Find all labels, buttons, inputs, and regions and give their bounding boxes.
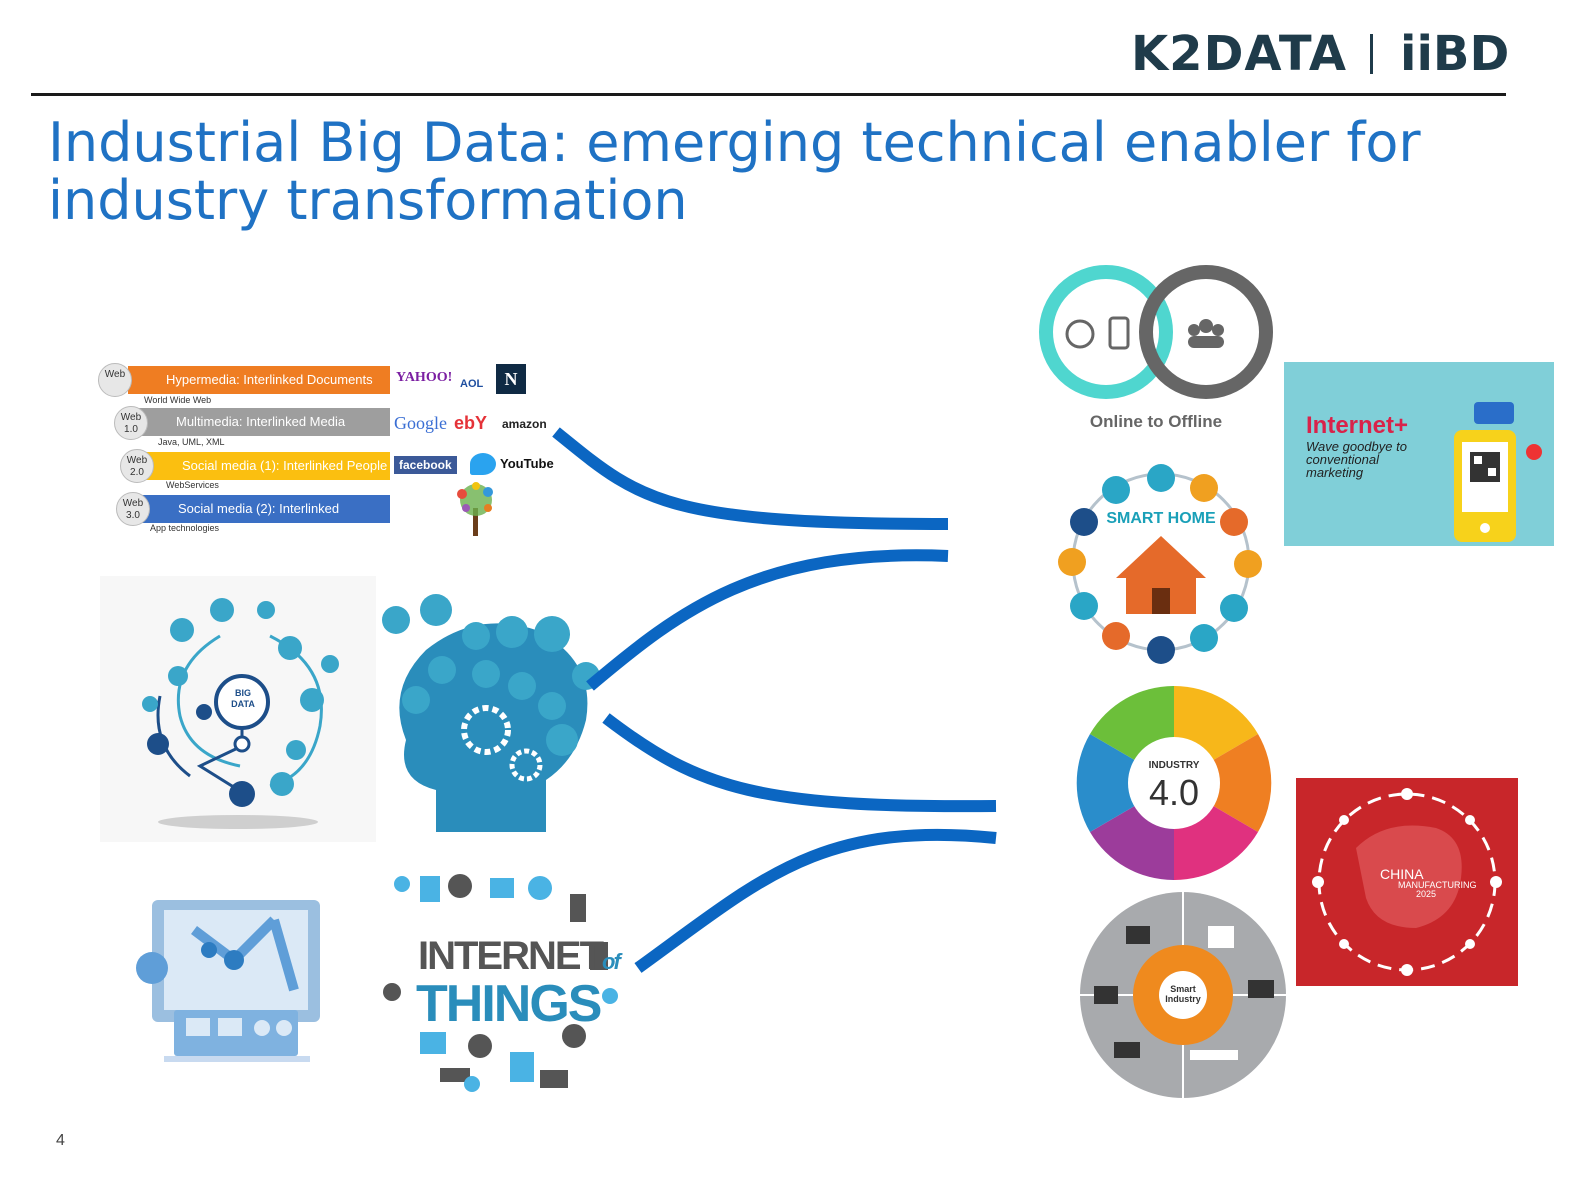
youtube-logo: YouTube	[500, 456, 554, 471]
web-badge: Web 2.0	[120, 449, 154, 483]
big-data-network-icon	[142, 598, 339, 829]
o2o-graphic: Online to Offline	[1036, 262, 1278, 436]
k2data-logo: K2DATA	[1130, 26, 1347, 82]
china-label: CHINA	[1380, 866, 1424, 882]
slide-title: Industrial Big Data: emerging technical …	[48, 111, 1421, 232]
page-number: 4	[56, 1132, 65, 1149]
iibd-logo: iiBD	[1400, 26, 1510, 82]
connector-ai-to-industry	[602, 713, 997, 813]
google-logo: Google	[394, 413, 447, 433]
iot-graphic: INTERNETof THINGS	[380, 872, 621, 1094]
social-tree-icon	[457, 482, 493, 536]
web-evolution-graphic: Hypermedia: Interlinked Documents Web Wo…	[92, 356, 554, 544]
big-data-label: BIG DATA	[231, 688, 255, 709]
iot-internet-text: INTERNET	[418, 934, 604, 978]
amazon-logo: amazon	[502, 417, 547, 431]
china-2025-graphic: CHINA MANUFACTURING 2025	[1296, 778, 1518, 986]
web-bar-label: Social media (1): Interlinked People	[182, 458, 388, 473]
facebook-logo: facebook	[394, 456, 457, 474]
internet-plus-title: Internet+	[1306, 412, 1409, 439]
industrial-automation-graphic	[136, 900, 320, 1062]
connector-ai-to-smarthome	[586, 549, 949, 691]
ebay-logo: ebY	[454, 413, 488, 433]
big-data-graphic: BIG DATA	[100, 576, 376, 842]
web-sub-label: Java, UML, XML	[158, 437, 225, 447]
connector-iot-to-smartindustry	[634, 828, 997, 973]
web-badge: Web	[98, 363, 132, 397]
smart-industry-graphic: Smart Industry	[1078, 890, 1288, 1100]
china-ring-icon	[1312, 788, 1502, 976]
internet-plus-graphic: Internet+ Wave goodbye to conventional m…	[1284, 362, 1554, 546]
iot-title-line2: THINGS	[416, 975, 602, 1033]
web-badge-text: Web	[104, 369, 126, 380]
connector-web-to-o2o	[552, 427, 949, 530]
smart-industry-label: Smart Industry	[1165, 984, 1201, 1004]
industry-4-wheel-icon	[1076, 685, 1272, 881]
header-divider	[31, 93, 1506, 96]
web-badge: Web 3.0	[116, 492, 150, 526]
iot-of-text: of	[602, 949, 621, 974]
web-bar-hypermedia: Hypermedia: Interlinked Documents	[128, 366, 390, 394]
web-badge-text: Web 3.0	[122, 498, 144, 521]
web-badge: Web 1.0	[114, 406, 148, 440]
industry-label: INDUSTRY	[1148, 760, 1200, 771]
web-bar-social-enterprises: Social media (2): Interlinked Enterprise…	[140, 495, 390, 544]
web-bar-social-people: Social media (1): Interlinked People	[144, 452, 390, 480]
brain-gears-graphic	[382, 594, 600, 832]
yahoo-logo: YAHOO!	[396, 370, 453, 385]
web-sub-label: App technologies	[150, 523, 220, 533]
web-badge-text: Web 1.0	[120, 412, 142, 435]
web-bar-label: Multimedia: Interlinked Media	[176, 414, 346, 429]
web-badge-text: Web 2.0	[126, 455, 148, 478]
industry-version: 4.0	[1148, 772, 1200, 813]
smart-home-ring-icon	[1058, 464, 1262, 664]
o2o-rings-icon	[1039, 265, 1273, 399]
web-bar-label: Social media (2): Interlinked Enterprise…	[178, 501, 340, 544]
smart-home-graphic: SMART HOME	[1054, 460, 1268, 664]
internet-plus-subtitle: Wave goodbye to conventional marketing	[1306, 439, 1407, 480]
iot-title-line1: INTERNETof	[418, 934, 621, 979]
smart-home-label: SMART HOME	[1106, 510, 1216, 527]
web-bar-label: Hypermedia: Interlinked Documents	[166, 372, 373, 387]
web-bar-multimedia: Multimedia: Interlinked Media	[138, 408, 390, 436]
web-sub-label: WebServices	[166, 480, 219, 490]
twitter-icon	[470, 453, 496, 475]
industry-4-graphic: INDUSTRY 4.0	[1074, 685, 1274, 881]
netscape-logo: N	[496, 364, 526, 394]
logo-separator	[1370, 34, 1373, 74]
aol-logo: AOL	[460, 378, 484, 390]
china-year: 2025	[1416, 889, 1437, 899]
web-sub-label: World Wide Web	[144, 395, 212, 405]
iot-device-icons	[383, 874, 618, 1092]
china-sub-label: MANUFACTURING	[1398, 880, 1477, 890]
phone-qr-icon	[1454, 402, 1542, 542]
o2o-label: Online to Offline	[1089, 412, 1223, 431]
smart-industry-wheel-icon	[1080, 892, 1286, 1098]
